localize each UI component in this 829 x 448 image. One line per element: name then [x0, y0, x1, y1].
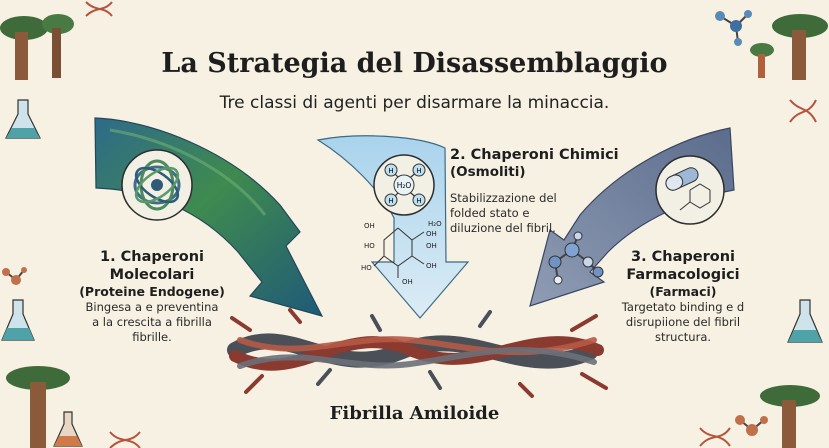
class-subheading: (Osmoliti) [450, 164, 526, 180]
flask-icon [787, 299, 823, 343]
molecule-label: OH [426, 262, 437, 270]
molecule-label: OH [364, 222, 375, 230]
dna-icon [699, 427, 731, 447]
class-description: structura. [654, 330, 712, 344]
class-chemical-chaperones: 2. Chaperoni Chimici (Osmoliti) Stabiliz… [450, 146, 620, 236]
class-pharmacological-chaperones: 3. Chaperoni Farmacologici (Farmaci) Tar… [598, 248, 768, 345]
page-title: La Strategia del Disassemblaggio [161, 48, 668, 79]
molecule-label: H [388, 167, 393, 175]
class-description: disrupiione del fibril [625, 315, 741, 329]
water-molecule-icon: H H H₂O H H [373, 154, 435, 216]
dna-icon [789, 99, 817, 123]
glucose-molecule-icon: H₂O OH OH OH HO OH OH HO [361, 220, 442, 286]
molecule-decoration-icon [735, 415, 768, 436]
class-description: Bingesa a e preventina [85, 300, 219, 314]
class-subheading: (Proteine Endogene) [79, 284, 225, 299]
class-subheading: (Farmaci) [649, 284, 717, 299]
baobab-tree-icon [0, 14, 74, 80]
flask-icon [1, 299, 35, 341]
class-description: diluzione del fibril. [450, 221, 556, 235]
amyloid-fibril [227, 308, 608, 398]
class-description: Targetato binding e d [621, 300, 745, 314]
class-heading: 1. Chaperoni [99, 249, 204, 265]
molecule-label: OH [402, 278, 413, 286]
class-description: folded stato e [450, 206, 530, 220]
molecule-label: OH [426, 230, 437, 238]
pill-icon [655, 155, 725, 225]
class-description: fibrille. [132, 330, 172, 344]
molecule-label: H [388, 197, 393, 205]
molecule-label: HO [361, 264, 372, 272]
baobab-tree-icon [6, 366, 70, 448]
class-description: a la crescita a fibrilla [92, 315, 212, 329]
molecule-label: HO [364, 242, 375, 250]
fibril-label: Fibrilla Amiloide [329, 403, 500, 424]
dna-icon [85, 1, 113, 17]
class-heading: Farmacologici [626, 267, 740, 283]
flask-icon [53, 411, 83, 447]
drug-molecule-icon [548, 231, 604, 285]
molecule-label: H [416, 167, 421, 175]
class-description: Stabilizzazione del [450, 191, 557, 205]
class-heading: 2. Chaperoni Chimici [450, 147, 619, 163]
flask-icon [5, 99, 41, 139]
molecule-label: H₂O [428, 220, 442, 228]
baobab-tree-icon [760, 385, 820, 448]
molecule-decoration-icon [2, 267, 27, 285]
molecule-decoration-icon [715, 10, 752, 46]
class-molecular-chaperones: 1. Chaperoni Molecolari (Proteine Endoge… [52, 248, 252, 345]
dna-icon [109, 431, 141, 448]
class-heading: 3. Chaperoni [630, 249, 735, 265]
molecule-label: OH [426, 242, 437, 250]
class-heading: Molecolari [109, 267, 195, 283]
molecule-label: H [416, 197, 421, 205]
page-subtitle: Tre classi di agenti per disarmare la mi… [219, 93, 610, 113]
protein-ribbon-icon [121, 149, 193, 221]
molecule-label: H₂O [397, 181, 412, 190]
baobab-tree-icon [750, 14, 828, 80]
